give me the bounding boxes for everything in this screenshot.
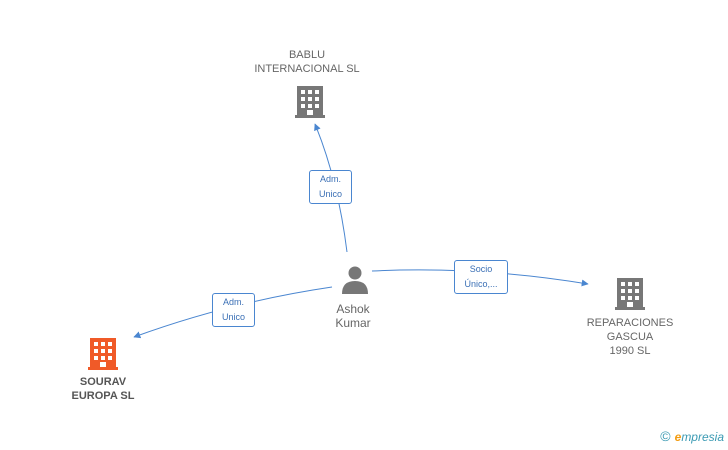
node-label-ashok[interactable]: Ashok Kumar [313,302,393,330]
empresia-logo: ©empresia [660,428,724,444]
edge-label-to-reparaciones[interactable]: Socio Único,... [454,260,508,294]
edge-label-line: Unico [318,189,342,199]
building-icon[interactable] [88,338,118,370]
brand-e: e [674,430,682,444]
node-label-line: GASCUA [606,331,654,343]
node-label-line: INTERNACIONAL SL [254,63,360,75]
node-label-line: 1990 SL [609,345,651,357]
person-icon[interactable] [342,266,368,295]
node-label-line: Ashok [336,302,370,316]
node-label-line: EUROPA SL [71,390,135,402]
node-label-bablu[interactable]: BABLU INTERNACIONAL SL [247,48,367,76]
building-icon[interactable] [615,278,645,310]
node-label-reparaciones[interactable]: REPARACIONES GASCUA 1990 SL [570,316,690,358]
copyright-symbol: © [660,428,671,444]
edge-label-line: Socio [469,264,493,274]
node-label-line: Kumar [335,316,371,330]
edge-label-line: Adm. [319,174,341,184]
edge-label-line: Adm. [222,297,244,307]
edge-label-to-sourav[interactable]: Adm. Unico [212,293,255,327]
node-label-line: SOURAV [79,376,127,388]
brand-name: mpresia [681,430,724,444]
edge-label-line: Único,... [464,279,498,289]
node-label-line: BABLU [288,49,326,61]
edge-label-to-bablu[interactable]: Adm. Unico [309,170,352,204]
edge-label-line: Unico [221,312,245,322]
node-label-line: REPARACIONES [586,317,674,329]
node-label-sourav[interactable]: SOURAV EUROPA SL [43,375,163,403]
building-icon[interactable] [295,86,325,118]
